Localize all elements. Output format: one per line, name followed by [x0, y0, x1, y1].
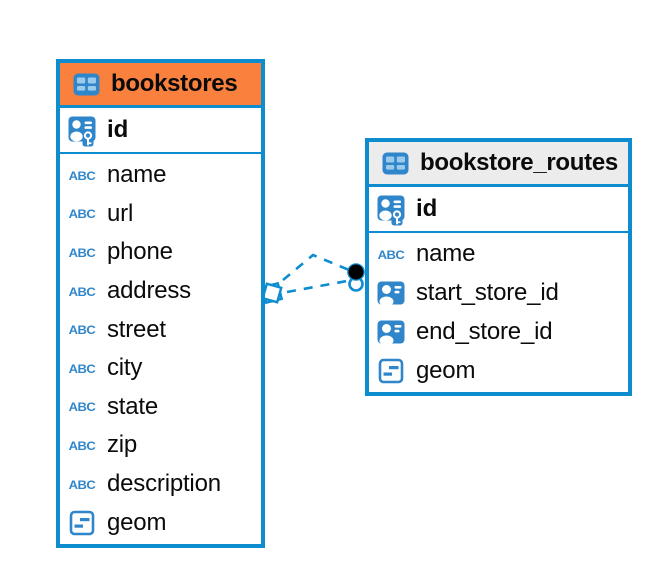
- column-name: description: [107, 470, 221, 498]
- text-icon: ABC: [68, 283, 96, 299]
- column-name: id: [107, 116, 129, 143]
- column-row[interactable]: id: [60, 108, 261, 154]
- table-header[interactable]: bookstores: [60, 63, 261, 108]
- geometry-icon: [376, 358, 406, 384]
- table-icon: [380, 152, 410, 175]
- text-icon: ABC: [377, 247, 405, 262]
- column-name: name: [107, 161, 167, 189]
- text-icon: ABC: [68, 361, 96, 376]
- column-row[interactable]: start_store_id: [369, 274, 628, 313]
- table-bookstore-routes[interactable]: bookstore_routes id ABC name start_store_…: [365, 138, 632, 396]
- text-icon: ABC: [68, 322, 96, 337]
- relationship-line[interactable]: [286, 279, 348, 294]
- column-name: start_store_id: [416, 279, 559, 307]
- text-icon: ABC: [68, 245, 96, 260]
- table-header[interactable]: bookstore_routes: [369, 142, 628, 187]
- columns-list: ABC name start_store_id end_store_id geom: [369, 233, 628, 392]
- text-icon: ABC: [68, 168, 96, 183]
- diamond-marker-icon: [260, 281, 284, 305]
- column-name: id: [416, 195, 438, 222]
- column-name: geom: [107, 508, 167, 536]
- column-name: street: [107, 315, 166, 343]
- text-icon: ABC: [68, 399, 96, 414]
- text-icon: ABC: [68, 206, 96, 222]
- foreign-key-icon: [376, 280, 406, 307]
- column-name: name: [416, 240, 476, 268]
- text-icon: ABC: [68, 476, 96, 492]
- column-row[interactable]: ABC street: [60, 310, 261, 349]
- column-row[interactable]: geom: [60, 503, 261, 542]
- column-row[interactable]: ABC city: [60, 349, 261, 388]
- column-row[interactable]: ABC url: [60, 195, 261, 234]
- column-name: end_store_id: [416, 317, 553, 345]
- primary-key-icon: [67, 116, 97, 147]
- column-row[interactable]: ABC name: [369, 235, 628, 274]
- column-name: state: [107, 392, 159, 420]
- column-row[interactable]: id: [369, 187, 628, 233]
- text-icon: ABC: [68, 438, 96, 453]
- relationship-line[interactable]: [282, 253, 350, 281]
- column-row[interactable]: end_store_id: [369, 313, 628, 352]
- primary-key-icon: [376, 195, 406, 226]
- column-row[interactable]: ABC state: [60, 388, 261, 427]
- column-name: phone: [107, 238, 173, 266]
- column-row[interactable]: ABC description: [60, 465, 261, 504]
- geometry-icon: [67, 510, 97, 536]
- table-icon: [71, 73, 101, 96]
- table-title: bookstores: [111, 70, 238, 97]
- column-row[interactable]: geom: [369, 351, 628, 390]
- column-row[interactable]: ABC name: [60, 156, 261, 195]
- column-row[interactable]: ABC phone: [60, 233, 261, 272]
- circle-marker-icon: [347, 263, 365, 292]
- column-row[interactable]: ABC zip: [60, 426, 261, 465]
- table-title: bookstore_routes: [420, 149, 618, 176]
- column-name: zip: [107, 431, 138, 459]
- column-name: url: [107, 199, 134, 227]
- column-name: geom: [416, 356, 476, 384]
- column-name: address: [107, 277, 191, 305]
- column-name: city: [107, 354, 143, 382]
- column-row[interactable]: ABC address: [60, 272, 261, 311]
- foreign-key-icon: [376, 319, 406, 345]
